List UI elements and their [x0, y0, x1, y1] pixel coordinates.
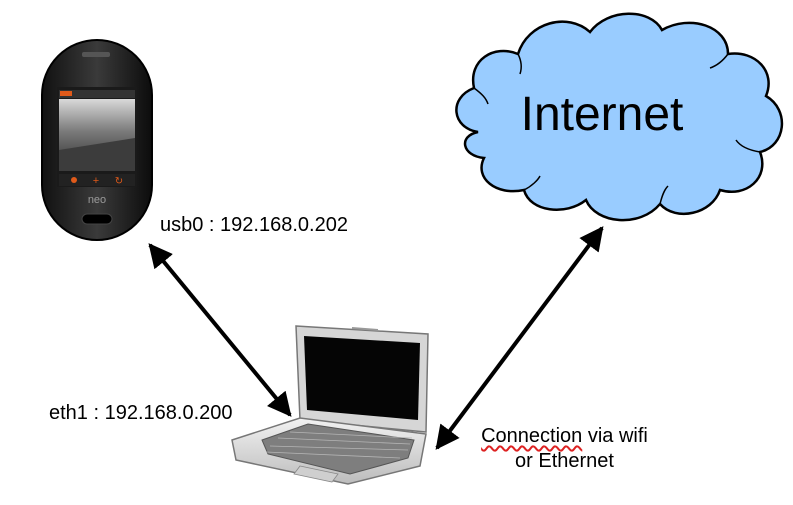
- eth1-address-label: eth1 : 192.168.0.200: [49, 402, 233, 424]
- connection-label-rest: via wifi: [582, 425, 648, 447]
- laptop-webcam-area: [351, 327, 379, 331]
- cloud-detail: [473, 87, 489, 105]
- phone-device: + ↻ neo: [41, 39, 153, 241]
- internet-cloud: [455, 12, 783, 222]
- spellcheck-word: Connection: [481, 425, 583, 447]
- connection-label-line2: or Ethernet: [515, 450, 614, 472]
- usb0-address-label: usb0 : 192.168.0.202: [160, 214, 348, 236]
- laptop-touchpad: [293, 465, 339, 483]
- phone-lanyard-slot: [81, 213, 113, 225]
- laptop-key-rows: [265, 431, 413, 459]
- link-laptop-internet-arrow: [435, 226, 604, 450]
- cloud-detail: [517, 53, 523, 75]
- internet-label: Internet: [520, 88, 684, 141]
- phone-home-icon: [71, 177, 77, 183]
- phone-speaker: [82, 52, 110, 57]
- cloud-detail: [523, 175, 541, 191]
- laptop-device: [231, 325, 429, 485]
- link-phone-laptop-arrow: [148, 243, 292, 417]
- cloud-shape: [455, 12, 783, 222]
- cloud-detail: [659, 185, 669, 205]
- phone-plus-icon: +: [93, 175, 99, 187]
- phone-brand-logo: neo: [88, 194, 106, 206]
- connection-label: Connection via wifi or Ethernet: [462, 424, 667, 474]
- phone-wallpaper-shore: [59, 138, 135, 171]
- phone-status-accent: [60, 91, 72, 96]
- cloud-detail: [735, 139, 761, 153]
- cloud-detail: [709, 53, 729, 69]
- phone-redo-icon: ↻: [115, 176, 123, 187]
- laptop-screen: [304, 336, 420, 420]
- phone-status-bar: [59, 90, 135, 98]
- phone-toolbar: [59, 174, 135, 186]
